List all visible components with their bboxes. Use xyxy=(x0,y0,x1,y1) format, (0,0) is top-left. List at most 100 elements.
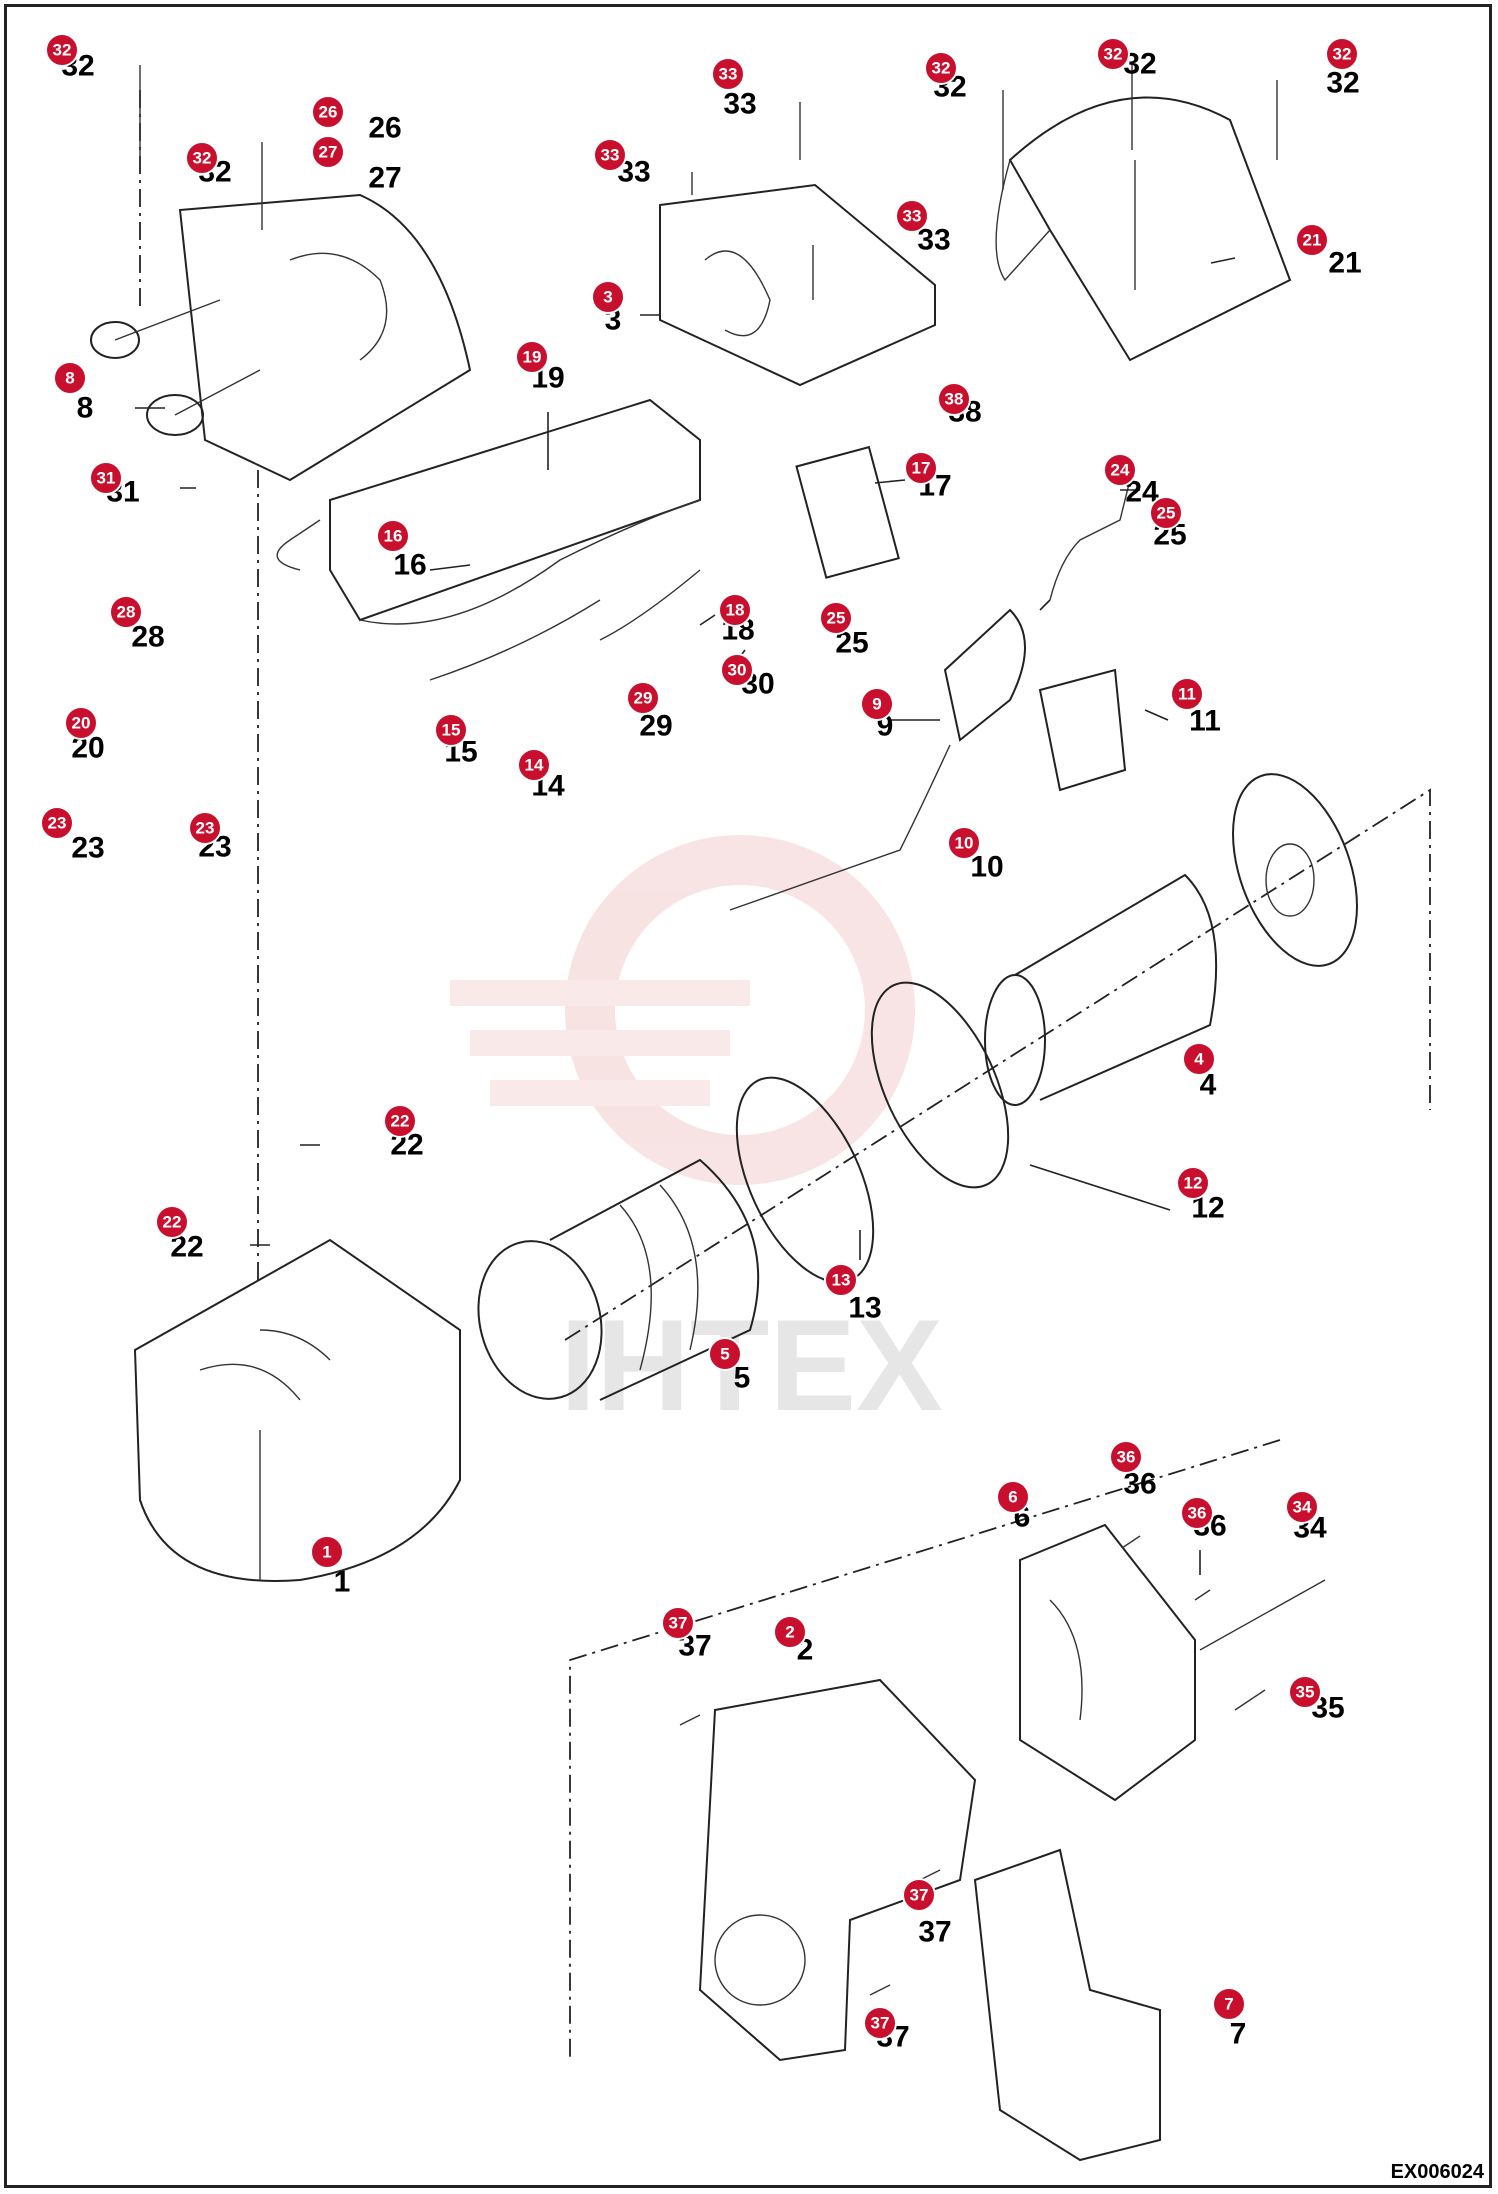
callout-bubble[interactable] xyxy=(718,593,752,627)
callout-bubble[interactable] xyxy=(45,33,79,67)
callout-bubble[interactable] xyxy=(1103,453,1137,487)
callout-bubble[interactable] xyxy=(863,2006,897,2040)
callout-bubble[interactable] xyxy=(661,1606,695,1640)
callout-bubble[interactable] xyxy=(947,826,981,860)
callout-bubble[interactable] xyxy=(1182,1042,1216,1076)
callout-bubble[interactable] xyxy=(591,280,625,314)
callout-c9[interactable]: 99 xyxy=(860,687,894,743)
callout-bubble[interactable] xyxy=(1149,496,1183,530)
callout-bubble[interactable] xyxy=(996,1480,1030,1514)
callout-bubble[interactable] xyxy=(515,340,549,374)
callout-bubble[interactable] xyxy=(517,748,551,782)
callout-bubble[interactable] xyxy=(773,1615,807,1649)
callout-bubble[interactable] xyxy=(311,135,345,169)
callout-bubble[interactable] xyxy=(1285,1490,1319,1524)
callout-c5[interactable]: 55 xyxy=(708,1337,750,1395)
callout-bubble[interactable] xyxy=(937,382,971,416)
callout-bubble[interactable] xyxy=(64,706,98,740)
callout-bubble[interactable] xyxy=(311,95,345,129)
callout-bubble[interactable] xyxy=(626,681,660,715)
callout-bubble[interactable] xyxy=(40,806,74,840)
callout-bubble[interactable] xyxy=(188,811,222,845)
callout-bubble[interactable] xyxy=(708,1337,742,1371)
callout-bubble[interactable] xyxy=(895,199,929,233)
callout-bubble[interactable] xyxy=(819,601,853,635)
callout-c3[interactable]: 33 xyxy=(591,280,625,337)
callout-bubble[interactable] xyxy=(1096,37,1130,71)
callout-bubble[interactable] xyxy=(1180,1496,1214,1530)
callout-bubble[interactable] xyxy=(904,451,938,485)
callout-bubble[interactable] xyxy=(89,461,123,495)
callout-bubble[interactable] xyxy=(924,51,958,85)
callout-bubble[interactable] xyxy=(711,57,745,91)
callout-bubble[interactable] xyxy=(53,361,87,395)
callout-bubble[interactable] xyxy=(109,595,143,629)
callout-bubble[interactable] xyxy=(593,138,627,172)
callout-c8[interactable]: 88 xyxy=(53,361,93,425)
callout-bubble[interactable] xyxy=(1170,677,1204,711)
callout-bubble[interactable] xyxy=(155,1205,189,1239)
callout-bubble[interactable] xyxy=(376,519,410,553)
callout-bubble[interactable] xyxy=(902,1878,936,1912)
callout-bubble[interactable] xyxy=(1288,1675,1322,1709)
callout-bubble[interactable] xyxy=(185,141,219,175)
callout-bubble[interactable] xyxy=(383,1104,417,1138)
callout-bubble[interactable] xyxy=(434,713,468,747)
callout-c7[interactable]: 77 xyxy=(1212,1987,1246,2051)
callout-bubble[interactable] xyxy=(824,1263,858,1297)
callout-bubble[interactable] xyxy=(1109,1440,1143,1474)
callout-c1[interactable]: 11 xyxy=(310,1535,350,1599)
callout-bubble[interactable] xyxy=(1212,1987,1246,2021)
callout-bubble[interactable] xyxy=(720,653,754,687)
callout-bubble[interactable] xyxy=(1176,1166,1210,1200)
callout-c6[interactable]: 66 xyxy=(996,1480,1030,1534)
callout-bubble[interactable] xyxy=(310,1535,344,1569)
callout-c4[interactable]: 44 xyxy=(1182,1042,1217,1102)
callout-bubble[interactable] xyxy=(1325,37,1359,71)
callout-bubble[interactable] xyxy=(860,687,894,721)
callout-c2[interactable]: 22 xyxy=(773,1615,813,1667)
callout-bubble[interactable] xyxy=(1295,223,1329,257)
